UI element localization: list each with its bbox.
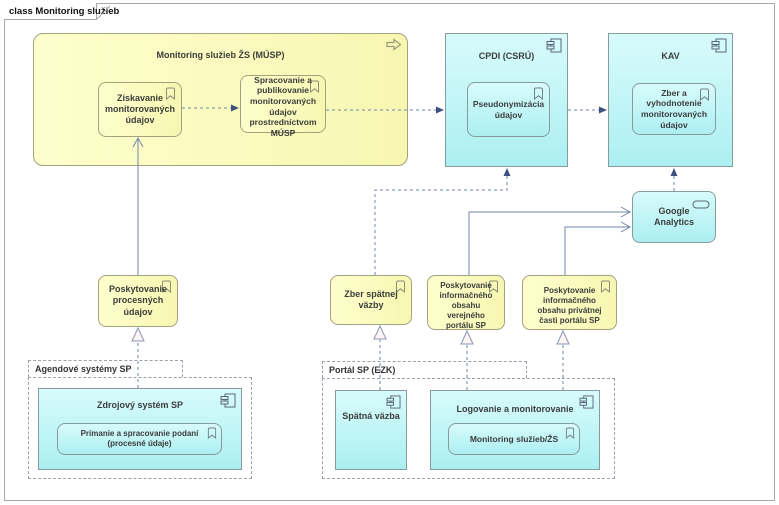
node-musp-title: Monitoring služieb ŽS (MÚSP) [156, 50, 285, 60]
node-poskytovanie-privatnej[interactable]: Poskytovanie informačného obsahu privátn… [522, 275, 617, 330]
group-portal-tab[interactable]: Portál SP (EZK) [322, 361, 527, 378]
group-agendove-body[interactable] [28, 377, 252, 479]
service-banner-icon [165, 87, 176, 105]
group-agendove-title: Agendové systémy SP [35, 364, 132, 374]
node-pseudonymizacia-label: Pseudonymizácia údajov [472, 98, 545, 120]
application-service-icon [692, 196, 710, 214]
diagram-title-tab: class Monitoring služieb [4, 3, 119, 20]
diagram-title: class Monitoring služieb [9, 6, 120, 17]
node-google-analytics-label: Google Analytics [653, 205, 695, 227]
service-banner-icon [161, 280, 172, 298]
node-zber-spatnej-vazby-label: Zber spätnej väzby [344, 288, 398, 310]
service-banner-icon [488, 280, 499, 298]
group-portal-title: Portál SP (EZK) [329, 365, 396, 375]
node-kav-title: KAV [661, 51, 680, 61]
node-ziskavanie-label: Získavanie monitorovaných údajov [104, 92, 175, 126]
node-primanie[interactable]: Prímanie a spracovanie podaní (procesné … [57, 423, 222, 455]
node-spracovanie-label: Spracovanie a publikovanie monitorovanýc… [249, 74, 317, 138]
service-banner-icon [565, 426, 575, 444]
node-spatna-vazba[interactable]: Spätná väzba [335, 390, 407, 470]
process-arrow-icon [386, 38, 402, 56]
node-poskytovanie-procesnych[interactable]: Poskytovanie procesných údajov [98, 275, 178, 327]
component-icon [711, 38, 727, 58]
node-primanie-label: Prímanie a spracovanie podaní (procesné … [80, 429, 199, 448]
node-zber-vyhodnotenie[interactable]: Zber a vyhodnotenie monitorovaných údajo… [632, 83, 716, 135]
service-banner-icon [699, 88, 710, 106]
node-ziskavanie[interactable]: Získavanie monitorovaných údajov [98, 82, 182, 137]
service-banner-icon [533, 87, 544, 105]
service-banner-icon [600, 280, 611, 298]
node-musp-container[interactable]: Monitoring služieb ŽS (MÚSP) [33, 33, 408, 166]
component-icon [546, 38, 562, 58]
node-poskytovanie-privatnej-label: Poskytovanie informačného obsahu privátn… [537, 286, 602, 325]
node-zber-vyhodnotenie-label: Zber a vyhodnotenie monitorovaných údajo… [640, 87, 708, 130]
node-spatna-vazba-title: Spätná väzba [342, 411, 400, 421]
node-cpdi-title: CPDI (CSRÚ) [478, 51, 535, 61]
node-zber-spatnej-vazby[interactable]: Zber spätnej väzby [330, 275, 412, 325]
group-portal-body[interactable] [322, 378, 615, 479]
service-banner-icon [395, 280, 406, 298]
node-monitoring-sluzieb-label: Monitoring služieb/ŽS [469, 433, 559, 444]
node-pseudonymizacia[interactable]: Pseudonymizácia údajov [467, 82, 550, 137]
node-google-analytics[interactable]: Google Analytics [632, 191, 716, 243]
component-icon [220, 393, 236, 413]
node-poskytovanie-procesnych-label: Poskytovanie procesných údajov [108, 284, 168, 317]
service-banner-icon [309, 80, 320, 98]
node-poskytovanie-verejneho[interactable]: Poskytovanie informačného obsahu verejné… [427, 275, 505, 330]
node-spracovanie[interactable]: Spracovanie a publikovanie monitorovanýc… [240, 74, 326, 138]
node-monitoring-sluzieb[interactable]: Monitoring služieb/ŽS [448, 423, 580, 455]
node-logovanie-title: Logovanie a monitorovanie [456, 404, 574, 414]
component-icon [579, 395, 594, 414]
component-icon [386, 395, 401, 414]
node-zdrojovy-system-title: Zdrojový systém SP [96, 400, 184, 410]
node-poskytovanie-verejneho-label: Poskytovanie informačného obsahu verejné… [439, 281, 493, 330]
group-agendove-tab[interactable]: Agendové systémy SP [28, 360, 183, 377]
service-banner-icon [207, 426, 217, 444]
